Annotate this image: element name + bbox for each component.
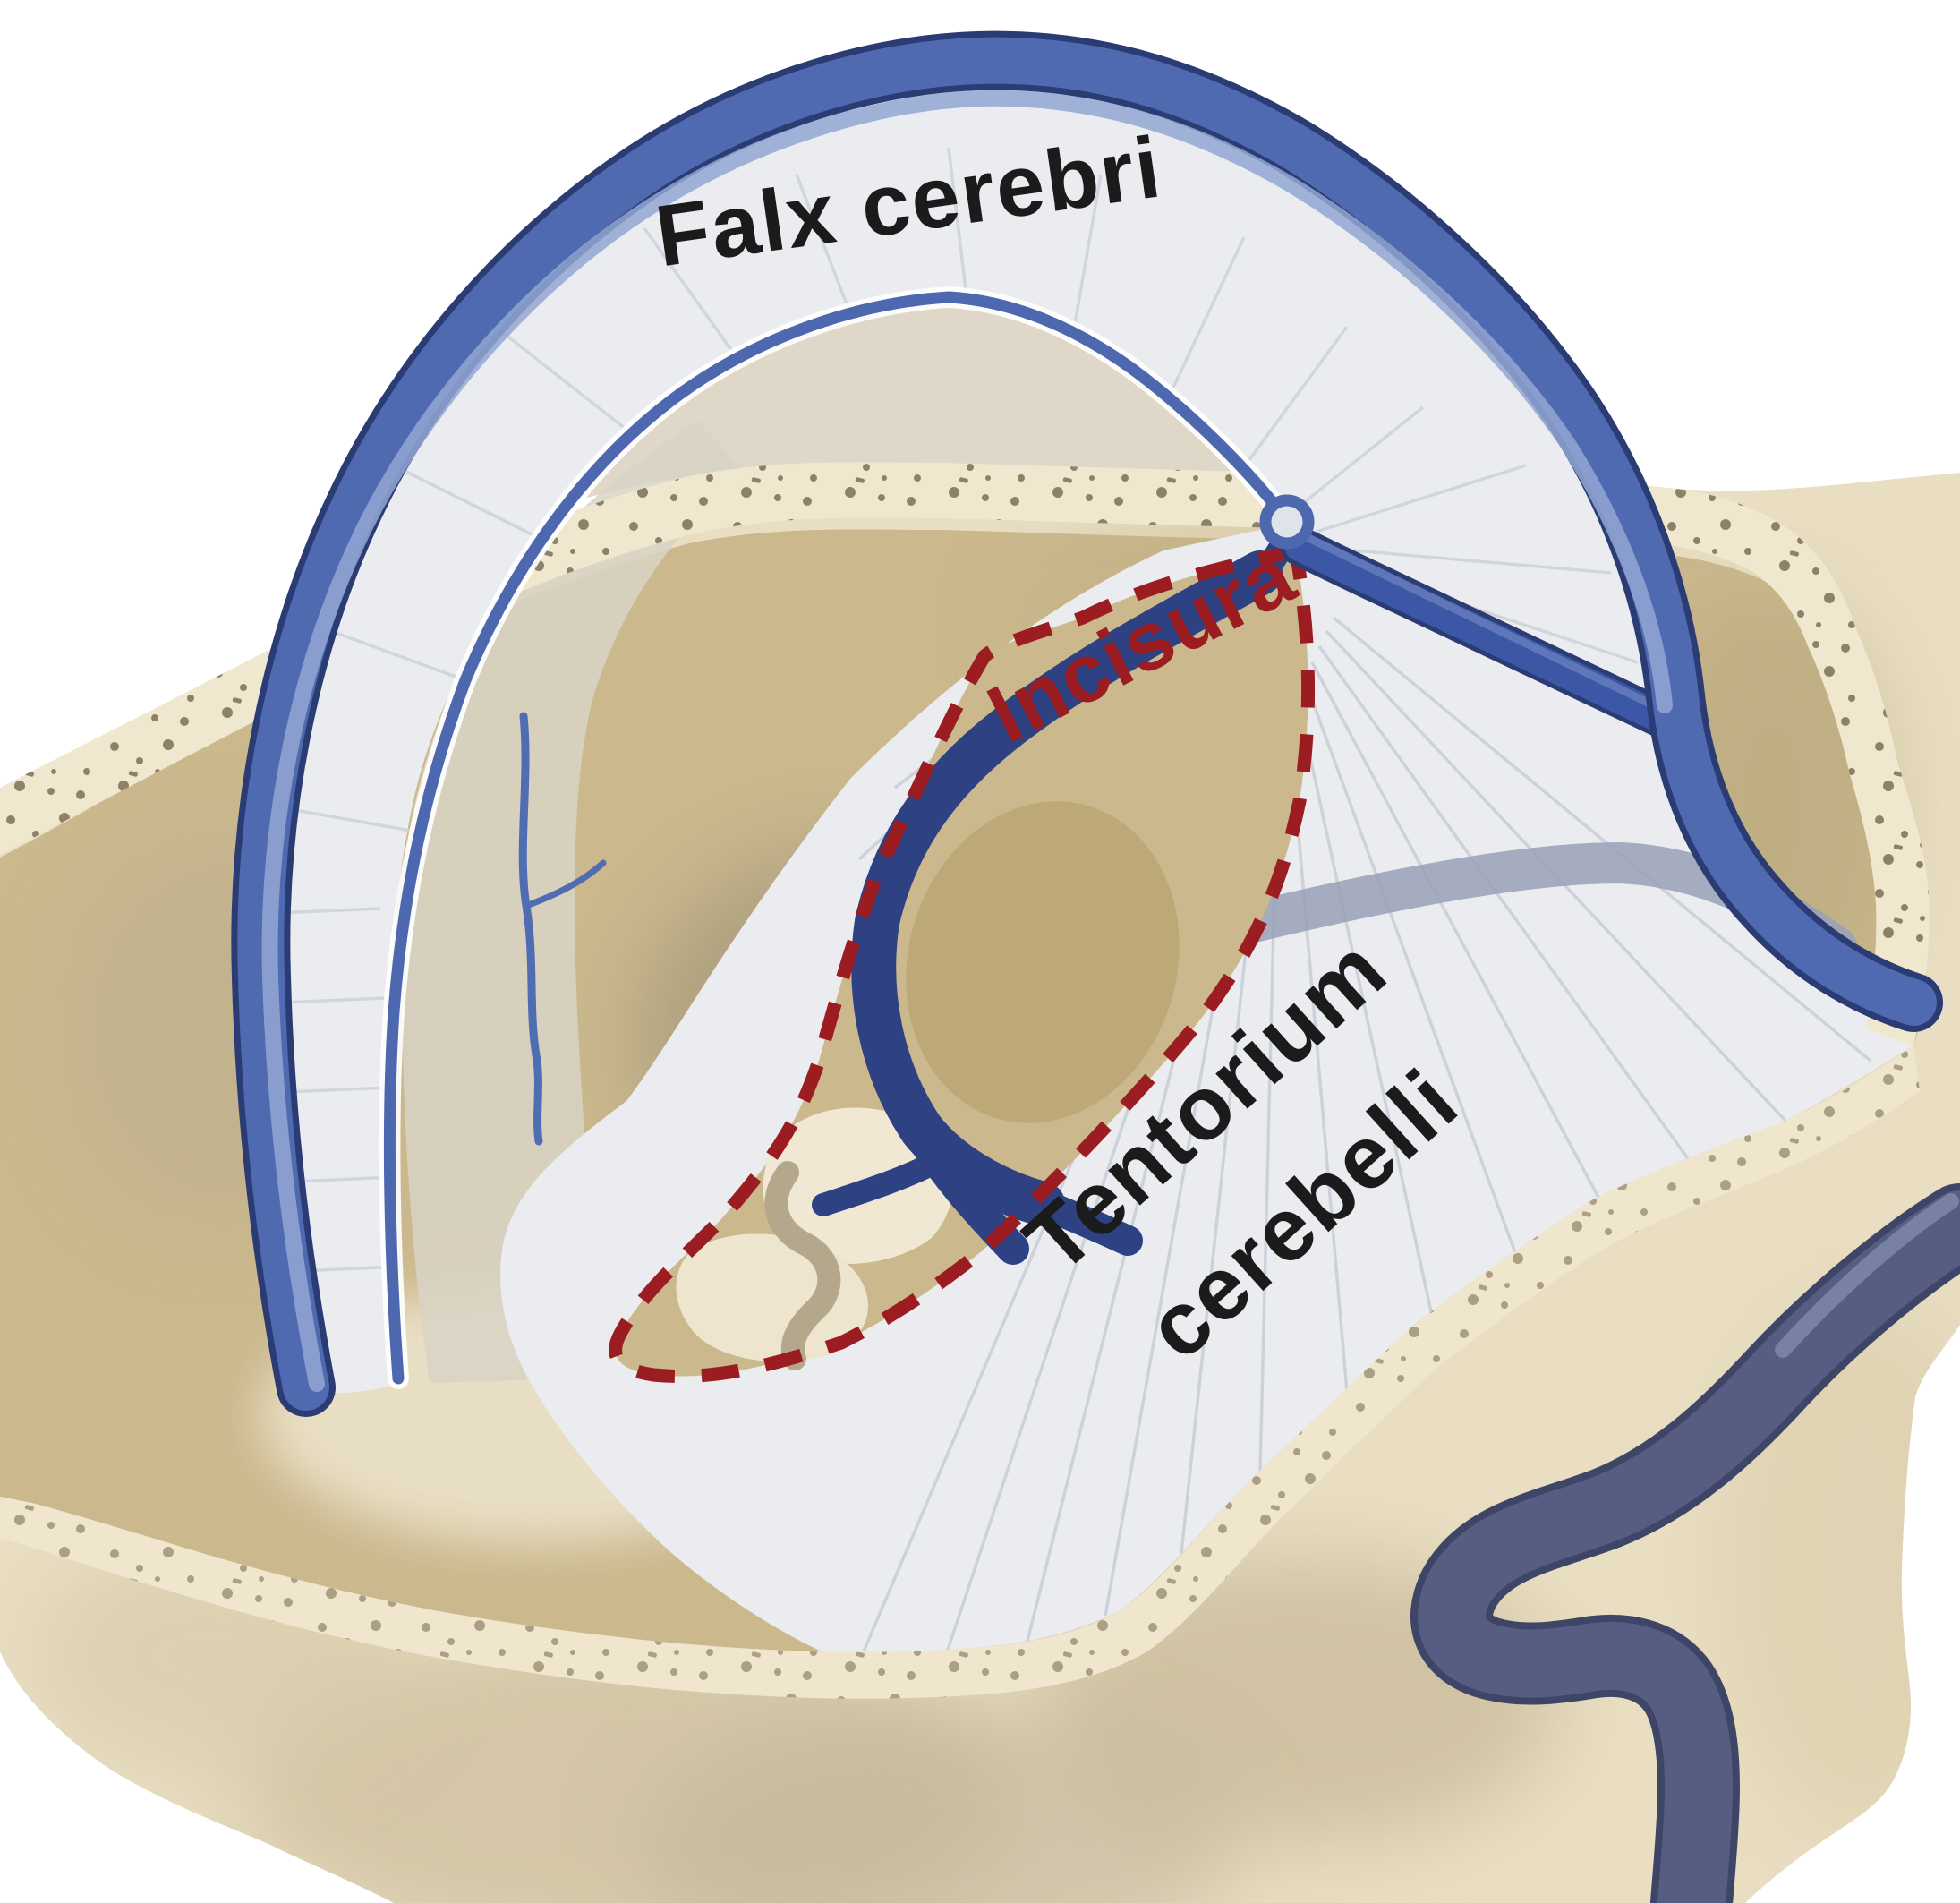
midbrain — [906, 801, 1180, 1123]
sinus-junction-ring — [1259, 494, 1315, 550]
inner-skull-far-wall — [555, 297, 1286, 510]
superior-sagittal-sinus-highlight — [261, 90, 1673, 1392]
superior-sagittal-sinus-fill — [237, 37, 1937, 1411]
sigmoid-sinus — [1410, 1183, 1960, 1903]
brainstem-structures — [676, 1107, 953, 1370]
straight-sinus-highlight — [1299, 531, 1673, 717]
upper-bone-rim-speckles — [0, 462, 1930, 1045]
cortical-vein — [518, 712, 607, 1146]
straight-sinus — [1280, 526, 1692, 743]
inferior-sagittal-sinus — [383, 291, 1293, 1385]
deep-cerebral-veins — [812, 526, 1300, 1265]
sigmoid-sinus-highlight — [1775, 1193, 1959, 1358]
hemisphere-medial-surface — [402, 421, 743, 1383]
superior-sagittal-sinus — [231, 30, 1943, 1417]
upper-bone-rim — [0, 462, 1930, 1045]
falx-membrane — [256, 80, 1680, 1394]
